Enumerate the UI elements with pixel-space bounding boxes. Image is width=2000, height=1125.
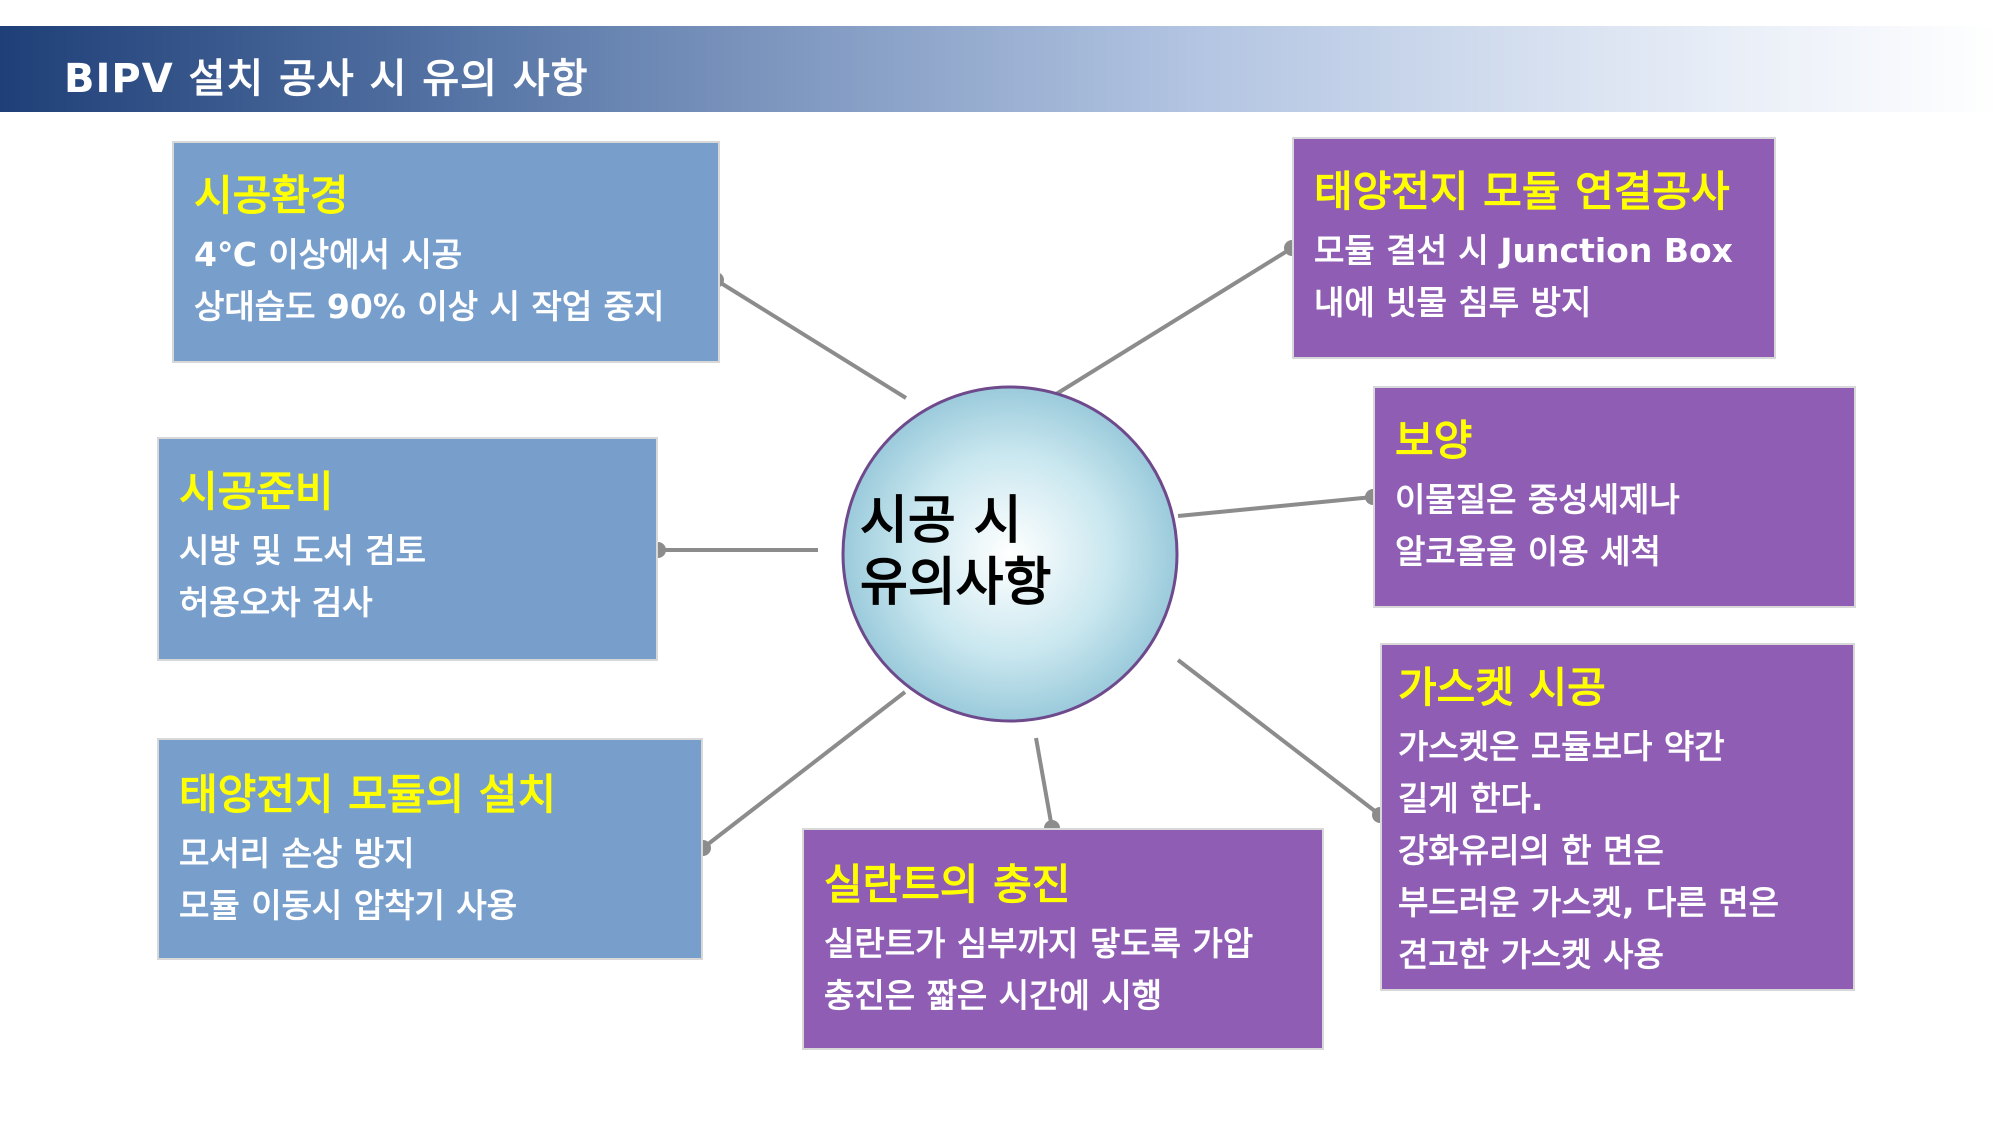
box-line: 모서리 손상 방지: [179, 834, 415, 873]
box-heading: 가스켓 시공: [1398, 663, 1606, 712]
box-line: 시방 및 도서 검토: [179, 531, 426, 570]
box-heading: 태양전지 모듈의 설치: [179, 770, 557, 819]
box-line: 실란트가 심부까지 닿도록 가압: [824, 924, 1254, 963]
box-line: 강화유리의 한 면은: [1398, 831, 1664, 870]
box-line: 알코올을 이용 세척: [1395, 532, 1661, 571]
box-heading: 실란트의 충진: [824, 860, 1071, 909]
box-heading: 보양: [1395, 416, 1473, 465]
box-curing-protection: 보양 이물질은 중성세제나 알코올을 이용 세척: [1373, 386, 1856, 608]
connector-cure: [1177, 495, 1374, 518]
box-line: 허용오차 검사: [179, 583, 373, 622]
connector-connect: [1051, 246, 1294, 398]
box-heading: 태양전지 모듈 연결공사: [1314, 167, 1730, 216]
box-sealant-filling: 실란트의 충진 실란트가 심부까지 닿도록 가압 충진은 짧은 시간에 시행: [802, 828, 1324, 1050]
connector-env: [714, 278, 908, 400]
hub-label-line2: 유의사항: [860, 553, 1052, 613]
box-line: 모듈 이동시 압착기 사용: [179, 886, 518, 925]
box-line: 내에 빗물 침투 방지: [1314, 283, 1592, 322]
box-line: 모듈 결선 시 Junction Box: [1314, 231, 1733, 270]
box-heading: 시공환경: [194, 171, 349, 220]
box-module-connection: 태양전지 모듈 연결공사 모듈 결선 시 Junction Box 내에 빗물 …: [1292, 137, 1776, 359]
box-line: 4℃ 이상에서 시공: [194, 235, 463, 274]
page-title: BIPV 설치 공사 시 유의 사항: [64, 56, 589, 102]
box-line: 가스켓은 모듈보다 약간: [1398, 727, 1725, 766]
hub-circle: [841, 385, 1179, 723]
hub-label: 시공 시 유의사항: [860, 490, 1160, 614]
hub-label-line1: 시공 시: [860, 491, 1022, 551]
connector-gasket: [1176, 658, 1382, 817]
box-heading: 시공준비: [179, 467, 334, 516]
box-construction-environment: 시공환경 4℃ 이상에서 시공 상대습도 90% 이상 시 작업 중지: [172, 141, 720, 363]
box-line: 부드러운 가스켓, 다른 면은: [1398, 883, 1779, 922]
box-line: 이물질은 중성세제나: [1395, 480, 1680, 519]
connector-sealant: [1034, 737, 1054, 829]
box-line: 견고한 가스켓 사용: [1398, 935, 1664, 974]
box-line: 길게 한다.: [1398, 779, 1544, 818]
box-construction-preparation: 시공준비 시방 및 도서 검토 허용오차 검사: [157, 437, 658, 661]
connector-install: [701, 690, 907, 850]
box-gasket-installation: 가스켓 시공 가스켓은 모듈보다 약간 길게 한다. 강화유리의 한 면은 부드…: [1380, 643, 1855, 991]
box-line: 상대습도 90% 이상 시 작업 중지: [194, 287, 665, 326]
title-bar: BIPV 설치 공사 시 유의 사항: [0, 26, 2000, 112]
box-module-installation: 태양전지 모듈의 설치 모서리 손상 방지 모듈 이동시 압착기 사용: [157, 738, 703, 960]
box-line: 충진은 짧은 시간에 시행: [824, 976, 1163, 1015]
